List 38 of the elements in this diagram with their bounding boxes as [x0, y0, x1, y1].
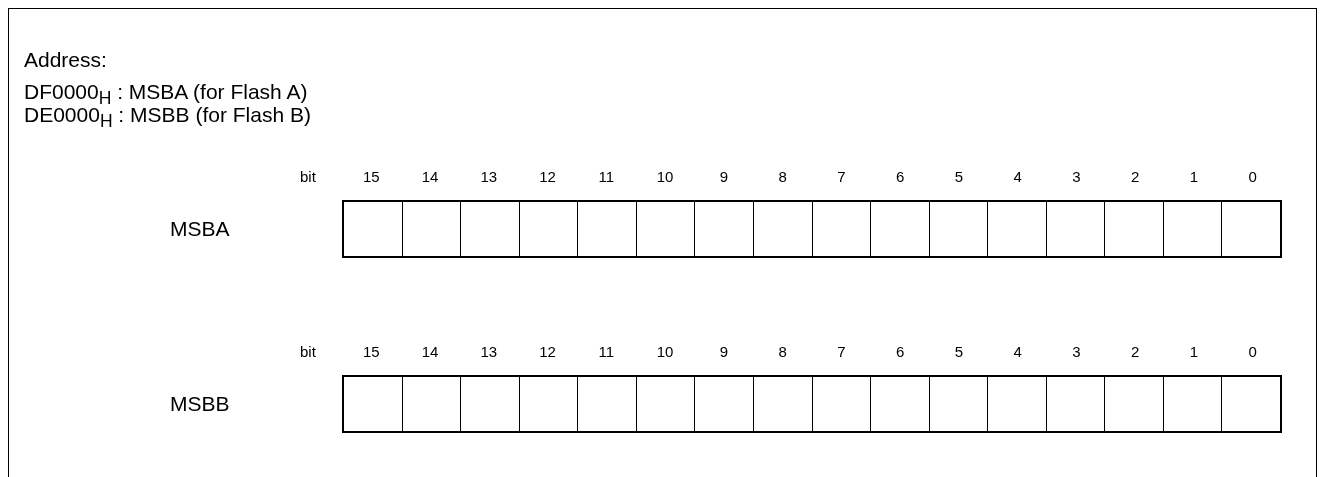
- bit-number: 4: [1012, 343, 1023, 361]
- bit-number: 9: [718, 343, 730, 361]
- bit-number: 0: [1247, 343, 1258, 361]
- bit-number: 10: [655, 343, 675, 361]
- address-heading: Address:: [24, 48, 107, 72]
- bit-number: 11: [597, 343, 616, 361]
- bit-number: 7: [836, 168, 847, 186]
- bit-number: 2: [1129, 343, 1141, 361]
- bit-number: 1: [1188, 343, 1200, 361]
- bit-number: 15: [362, 343, 381, 361]
- bit-number: 14: [420, 168, 440, 186]
- bit-number: 2: [1129, 168, 1141, 186]
- bit-number: 11: [597, 168, 616, 186]
- register-name: MSBB: [170, 392, 230, 416]
- address-line: DE0000$_{H}$ : MSBB (for Flash B): [24, 103, 311, 134]
- bit-number: 8: [777, 343, 788, 361]
- bit-number: 12: [538, 343, 557, 361]
- bit-number: 3: [1071, 343, 1082, 361]
- bit-number: 1: [1188, 168, 1200, 186]
- bit-number: 13: [479, 343, 499, 361]
- bit-number: 6: [894, 168, 906, 186]
- bit-number: 12: [538, 168, 557, 186]
- bit-number: 5: [953, 343, 965, 361]
- bit-number: 7: [836, 343, 847, 361]
- bit-label: bit: [300, 168, 316, 186]
- bit-number: 13: [479, 168, 499, 186]
- bit-number: 8: [777, 168, 788, 186]
- bit-number: 0: [1247, 168, 1258, 186]
- bit-label: bit: [300, 343, 316, 361]
- bit-number: 3: [1071, 168, 1082, 186]
- bit-number: 10: [655, 168, 675, 186]
- bit-number: 4: [1012, 168, 1023, 186]
- register-name: MSBA: [170, 217, 230, 241]
- bit-number: 5: [953, 168, 965, 186]
- bit-number: 6: [894, 343, 906, 361]
- bit-number: 14: [420, 343, 440, 361]
- bit-number: 15: [362, 168, 381, 186]
- bit-number: 9: [718, 168, 730, 186]
